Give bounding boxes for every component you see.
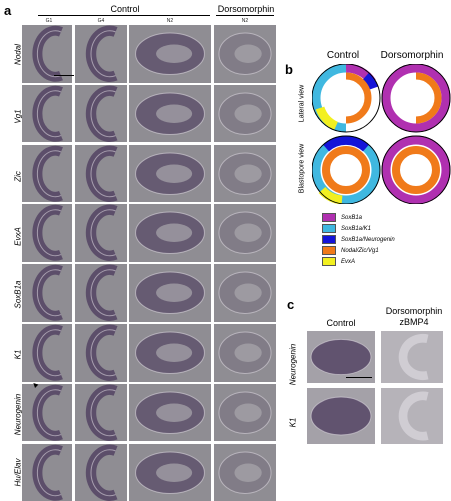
header-control-line xyxy=(38,15,210,16)
micrograph-tile xyxy=(22,443,72,501)
micrograph-tile xyxy=(214,25,276,83)
panel-c-row-label-k1: K1 xyxy=(288,417,298,428)
header-dorsomorphin: Dorsomorphin xyxy=(217,4,275,14)
micrograph-tile xyxy=(22,25,72,83)
stage-header-g1: G1 xyxy=(45,18,53,24)
legend-swatch xyxy=(322,246,336,255)
micrograph-tile xyxy=(129,443,211,501)
schematic-dorsomorphin-lateral xyxy=(381,64,451,133)
schematic-control-lateral xyxy=(312,64,381,133)
micrograph-tile xyxy=(75,84,127,143)
legend-swatch xyxy=(322,257,336,266)
schematic-control-blastopore xyxy=(312,135,381,204)
panel-c-header-control: Control xyxy=(326,318,356,328)
micrograph-tile xyxy=(129,324,211,382)
legend-swatch xyxy=(322,235,336,244)
micrograph-tile xyxy=(214,204,276,262)
micrograph-tile xyxy=(75,264,127,322)
header-dorsomorphin-line xyxy=(216,15,274,16)
micrograph-tile xyxy=(307,388,375,444)
micrograph-tile xyxy=(75,144,127,203)
stage-header-n2-dm: N2 xyxy=(241,18,249,24)
panel-b-letter: b xyxy=(285,62,293,77)
legend-label: SoxB1a/K1 xyxy=(341,225,372,232)
legend-item: EvxA xyxy=(322,257,355,266)
micrograph-tile xyxy=(75,204,127,262)
micrograph-tile xyxy=(129,204,211,262)
micrograph-tile xyxy=(22,324,72,382)
micrograph-tile xyxy=(129,25,211,83)
legend-label: SoxB1a xyxy=(341,214,363,221)
micrograph-tile xyxy=(214,264,276,322)
micrograph-tile xyxy=(214,383,276,442)
legend-item: SoxB1a/K1 xyxy=(322,224,371,233)
micrograph-tile xyxy=(75,383,127,442)
micrograph-tile xyxy=(22,383,72,442)
scale-bar xyxy=(54,75,74,76)
panel-b-header-dorsomorphin: Dorsomorphin xyxy=(380,50,444,61)
legend-item: SoxB1a/Neurogenin xyxy=(322,235,395,244)
micrograph-tile xyxy=(381,331,443,383)
legend-label: SoxB1a/Neurogenin xyxy=(341,236,395,243)
panel-c-header-dorsomorphin-zbmp4: Dorsomorphin zBMP4 xyxy=(385,306,443,327)
micrograph-tile xyxy=(75,25,127,83)
legend-swatch xyxy=(322,213,336,222)
micrograph-tile xyxy=(214,324,276,382)
micrograph-tile xyxy=(214,144,276,203)
header-control: Control xyxy=(110,4,140,14)
panel-b-lateral-view-label: Lateral view xyxy=(298,84,306,123)
stage-header-g4: G4 xyxy=(97,18,105,24)
legend-label: EvxA xyxy=(341,258,356,265)
legend-label: Nodal/Zic/Vg1 xyxy=(341,247,379,254)
legend-item: Nodal/Zic/Vg1 xyxy=(322,246,379,255)
schematic-dorsomorphin-blastopore xyxy=(381,135,451,204)
legend-swatch xyxy=(322,224,336,233)
panel-c-row-label-neurogenin: Neurogenin xyxy=(288,343,298,386)
micrograph-tile xyxy=(75,324,127,382)
panel-b-blastopore-view-label: Blastopore view xyxy=(298,143,306,194)
micrograph-tile xyxy=(214,84,276,143)
micrograph-tile xyxy=(75,443,127,501)
micrograph-tile xyxy=(129,144,211,203)
panel-a-letter: a xyxy=(4,3,12,18)
micrograph-tile xyxy=(22,264,72,322)
panel-b-header-control: Control xyxy=(326,50,360,61)
micrograph-tile xyxy=(381,388,443,444)
micrograph-tile xyxy=(307,331,375,383)
scale-bar xyxy=(346,377,372,378)
micrograph-tile xyxy=(22,84,72,143)
stage-header-n2: N2 xyxy=(166,18,174,24)
micrograph-tile xyxy=(22,144,72,203)
micrograph-tile xyxy=(22,204,72,262)
micrograph-tile xyxy=(214,443,276,501)
micrograph-tile xyxy=(129,84,211,143)
panel-c-letter: c xyxy=(287,297,295,312)
panel-b-schematics xyxy=(312,64,451,204)
micrograph-tile xyxy=(129,383,211,442)
micrograph-tile xyxy=(129,264,211,322)
legend-item: SoxB1a xyxy=(322,213,362,222)
